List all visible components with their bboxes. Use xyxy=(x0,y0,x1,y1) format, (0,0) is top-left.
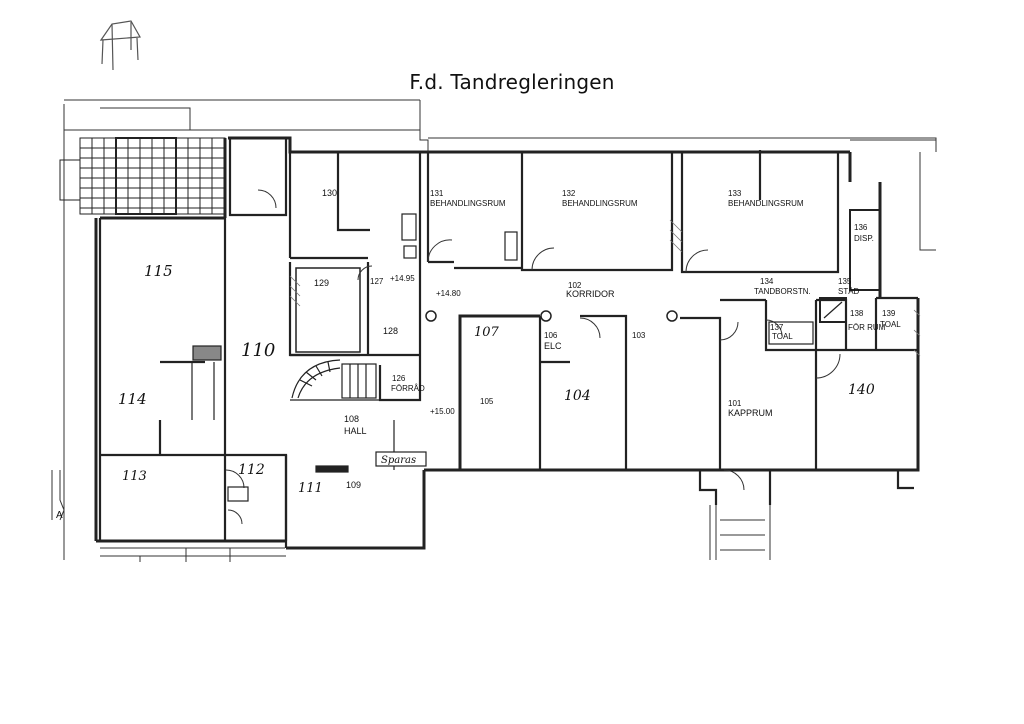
room-number-114: 114 xyxy=(118,390,147,408)
room-name-108: HALL xyxy=(344,426,367,436)
room-number-108: 108 xyxy=(344,414,359,424)
room-number-105: 105 xyxy=(480,397,494,406)
hatch-patches xyxy=(289,219,921,357)
room-name-139: TOAL xyxy=(880,320,901,329)
room-number-135: 135 xyxy=(838,277,852,286)
room-name-135: STÄD xyxy=(838,287,860,296)
room-number-136: 136 xyxy=(854,223,868,232)
level-annotations: +14.95 +14.80 +15.00 xyxy=(390,274,461,416)
room-name-126: FÖRRÅD xyxy=(391,384,425,393)
room-name-101: KAPPRUM xyxy=(728,408,773,418)
exterior-details xyxy=(51,470,771,562)
room-number-113: 113 xyxy=(122,469,147,484)
room-number-109: 109 xyxy=(346,480,361,490)
room-name-134: TANDBORSTN. xyxy=(754,287,811,296)
room-name-137: TOAL xyxy=(772,332,793,341)
room-number-112: 112 xyxy=(238,462,265,478)
room-number-106: 106 xyxy=(544,331,558,340)
room-name-136: DISP. xyxy=(854,234,874,243)
room-number-137: 137 xyxy=(770,323,784,332)
room-number-103: 103 xyxy=(632,331,646,340)
room-number-138: 138 xyxy=(850,309,864,318)
room-name-132: BEHANDLINGSRUM xyxy=(562,199,638,208)
room-name-131: BEHANDLINGSRUM xyxy=(430,199,506,208)
plan-title: F.d. Tandregleringen xyxy=(409,70,615,94)
room-number-131: 131 xyxy=(430,189,444,198)
room-number-107: 107 xyxy=(474,325,500,340)
room-name-106: ELC xyxy=(544,341,562,351)
sketch-doodle-icon xyxy=(99,20,141,71)
top-edge-lines xyxy=(63,99,937,560)
room-number-127: 127 xyxy=(370,277,384,286)
room-number-139: 139 xyxy=(882,309,896,318)
room-number-126: 126 xyxy=(392,374,406,383)
room-number-132: 132 xyxy=(562,189,576,198)
level-label: +14.95 xyxy=(390,274,415,283)
room-number-134: 134 xyxy=(760,277,774,286)
staircase-grid xyxy=(59,137,226,215)
column-markers xyxy=(425,310,678,322)
door-swings xyxy=(225,189,841,525)
room-name-102: KORRIDOR xyxy=(566,289,615,299)
room-number-102: 102 xyxy=(568,281,582,290)
room-number-110: 110 xyxy=(241,340,275,361)
room-number-115: 115 xyxy=(144,262,173,280)
room-number-101: 101 xyxy=(728,399,742,408)
room-number-104: 104 xyxy=(564,388,591,404)
room-number-140: 140 xyxy=(848,382,875,398)
room-number-130: 130 xyxy=(322,188,337,198)
room-number-128: 128 xyxy=(383,326,398,336)
section-marker-label: A xyxy=(56,510,63,521)
level-label: +15.00 xyxy=(430,407,455,416)
room-name-133: BEHANDLINGSRUM xyxy=(728,199,804,208)
sparas-label: Sparas xyxy=(381,455,416,466)
level-label: +14.80 xyxy=(436,289,461,298)
room-name-138: FÖR RUM xyxy=(848,323,886,332)
room-number-129: 129 xyxy=(314,278,329,288)
room-number-133: 133 xyxy=(728,189,742,198)
room-labels: 115 110 114 113 112 111 109 108 HALL 130… xyxy=(118,188,901,496)
room-number-111: 111 xyxy=(298,481,323,496)
spiral-stair xyxy=(291,359,377,399)
sparas-sign: Sparas xyxy=(375,451,427,467)
